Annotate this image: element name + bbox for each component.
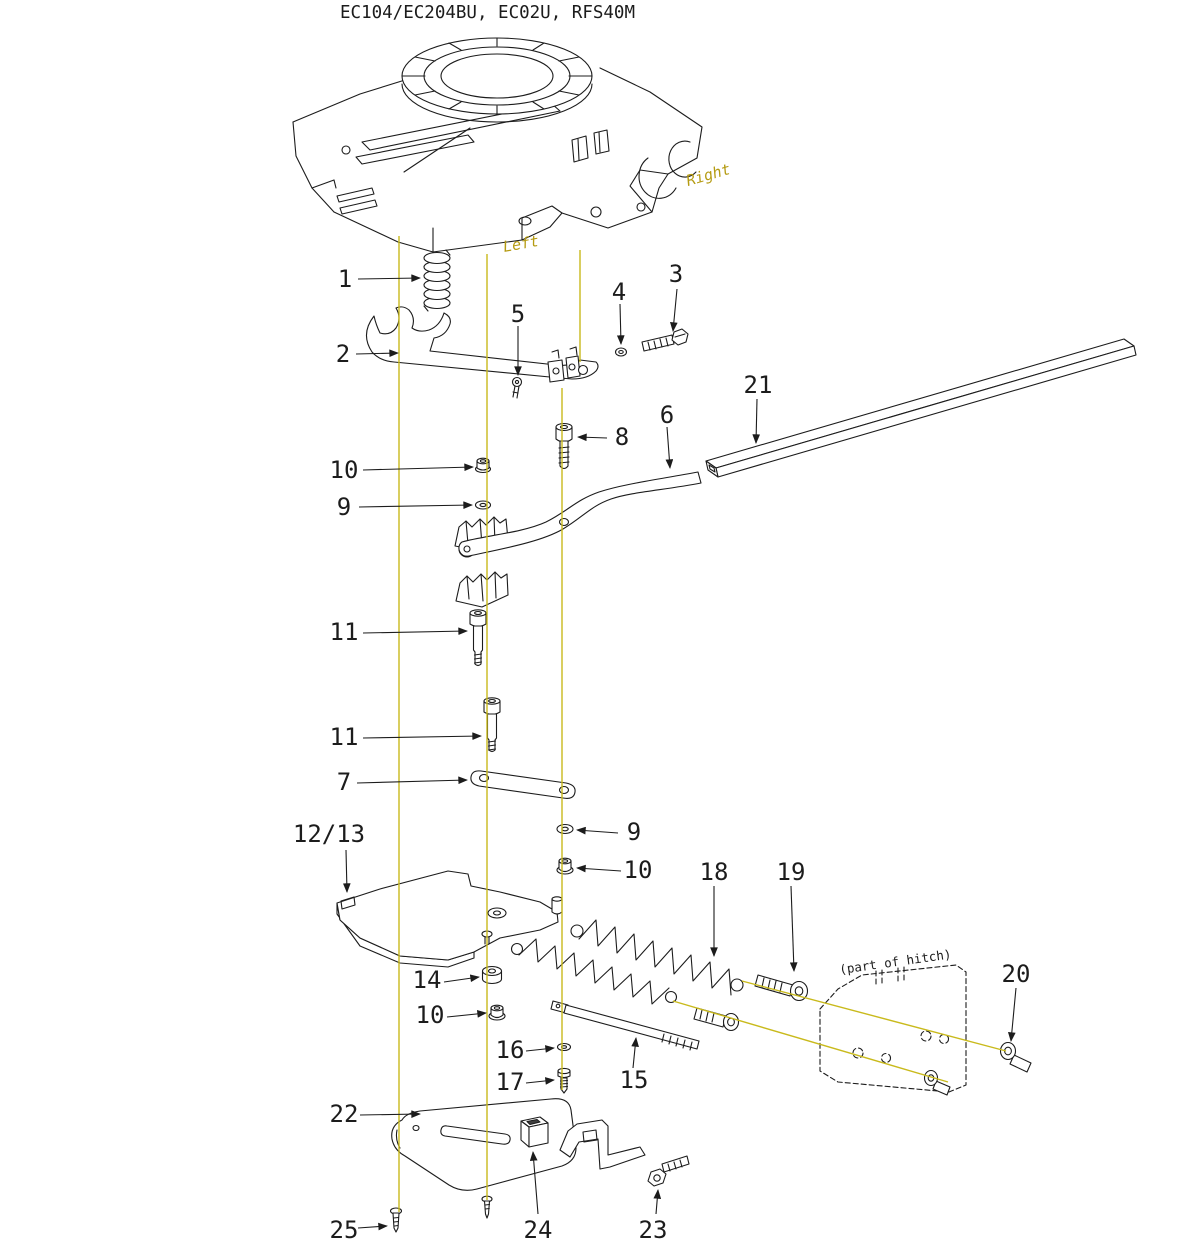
part-1-spring [423,249,451,312]
callout-18: 18 [700,858,729,886]
part-8-bolt [555,422,573,470]
part-11-bolt-a [469,609,487,667]
callout-10-b: 10 [624,856,653,884]
part-25-screw [389,1207,403,1233]
callout-22: 22 [330,1100,359,1128]
diagram-title: EC104/EC204BU, EC02U, RFS40M [340,3,635,23]
part-3-bolt [641,328,689,352]
callout-20: 20 [1002,960,1031,988]
part-19-bolt [754,974,809,1002]
callout-2: 2 [336,340,350,368]
callout-labels: 1 2 3 4 5 8 6 21 10 9 11 11 7 9 10 12/13… [293,260,1031,1239]
callout-9-b: 9 [627,818,641,846]
part-15-rod [550,1000,700,1051]
part-4-washer [614,347,628,357]
pivot-block-lower [455,571,509,608]
part-9-washer-a [474,500,492,510]
callout-11-a: 11 [330,618,359,646]
part-10-nut-a [474,457,492,474]
callout-17: 17 [496,1068,525,1096]
callout-4: 4 [612,278,626,306]
part-10-nut-b [556,857,574,875]
part-14-spacer [481,965,503,985]
callout-12-13: 12/13 [293,820,365,848]
part-12-13-plate [336,870,563,968]
callout-21: 21 [744,371,773,399]
callout-3: 3 [669,260,683,288]
callout-1: 1 [338,265,352,293]
callout-10-a: 10 [330,456,359,484]
callout-25: 25 [330,1216,359,1239]
part-16-washer [556,1042,572,1052]
callout-16: 16 [496,1036,525,1064]
callout-10-c: 10 [416,1001,445,1029]
callout-6: 6 [660,401,674,429]
callout-19: 19 [777,858,806,886]
part-21-tube [705,338,1137,478]
part-18-springs [510,919,744,1005]
part-2-lever [365,306,599,383]
callout-5: 5 [511,300,525,328]
callout-8: 8 [615,423,629,451]
hitch-plate [819,964,967,1093]
assembly-axis-lines [398,236,1007,1212]
part-20-bolt [999,1041,1032,1073]
callout-7: 7 [337,768,351,796]
part-22-cover-plate [391,1098,577,1191]
hitch-note: (part of hitch) [838,946,952,977]
plate-screw [481,1195,493,1219]
part-23-bolt [647,1155,690,1187]
part-5-screw [511,376,523,399]
part-9-washer-b [556,823,574,835]
part-11-bolt-b [483,697,501,753]
hitch-bolt [923,1069,951,1096]
callout-23: 23 [639,1216,668,1239]
callout-11-b: 11 [330,723,359,751]
orientation-left-label: Left [502,232,541,256]
part-24-clip [520,1116,549,1148]
part-6-arm [458,471,702,558]
callout-14: 14 [413,966,442,994]
chassis-assembly [292,37,703,253]
part-7-link [470,770,576,799]
orientation-right-label: Right [684,160,732,190]
callout-24: 24 [524,1216,553,1239]
part-17-screw [557,1067,571,1094]
part-19-bolt-b [693,1007,740,1032]
callout-15: 15 [620,1066,649,1094]
callout-arrows [342,274,1017,1231]
part-10-nut-c [488,1004,506,1021]
callout-9-a: 9 [337,493,351,521]
cover-plate-bracket [559,1119,646,1170]
